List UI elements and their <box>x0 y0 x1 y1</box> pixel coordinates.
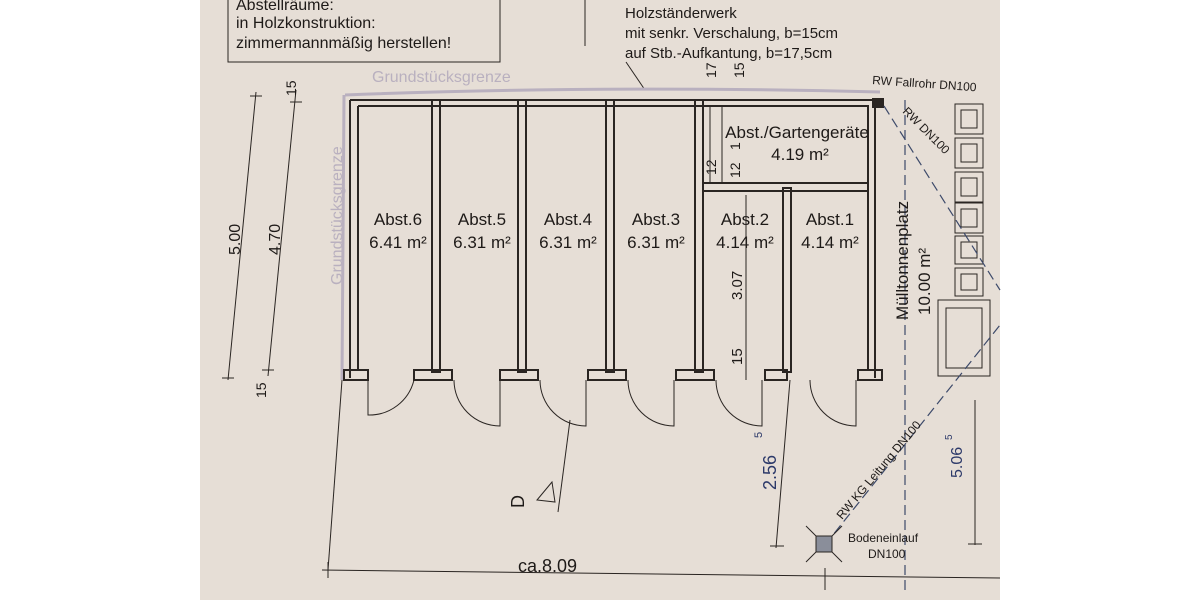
sewer-line-upper <box>883 105 1001 291</box>
dim-front-setback-sup: 5 <box>753 432 765 438</box>
bin-area-area: 10.00 m² <box>915 248 934 315</box>
bin-area-name: Mülltonnenplatz <box>893 201 912 320</box>
dim-wall-top: 15 <box>283 80 299 96</box>
dim-inner-15: 15 <box>729 348 746 365</box>
outer-wall-inner <box>357 105 869 370</box>
dim-height-inner: 4.70 <box>267 224 284 255</box>
section-line <box>557 419 571 513</box>
storage-note-line-1: Abstellräume: <box>236 0 334 14</box>
storage-note-line-2: in Holzkonstruktion: <box>236 15 376 32</box>
bin-icons <box>937 103 991 377</box>
construction-note-line-1: Holzständerwerk <box>625 5 737 22</box>
dim-1: 1 <box>727 142 743 150</box>
dim-front-setback: 2.56 <box>760 455 780 490</box>
construction-leader <box>625 61 646 91</box>
dim-12a: 12 <box>703 159 719 175</box>
floor-drain-size: DN100 <box>868 547 906 561</box>
door-swings <box>367 379 857 427</box>
construction-note-line-3: auf Stb.-Aufkantung, b=17,5cm <box>625 45 832 62</box>
garden-room-name: Abst./Gartengeräte <box>725 123 869 142</box>
front-setback-line <box>775 379 791 549</box>
dim-total-width: ca.8.09 <box>518 556 577 576</box>
dim-top-17: 17 <box>703 62 719 78</box>
inner-dimensions <box>709 106 747 380</box>
dim-side: 5.06 <box>949 447 966 478</box>
room-3-name: Abst.3 <box>632 210 680 229</box>
room-2-name: Abst.2 <box>721 210 769 229</box>
left-dimension-lines <box>222 89 302 381</box>
room-1-name: Abst.1 <box>806 210 854 229</box>
room-3-area: 6.31 m² <box>627 233 685 252</box>
property-line-top <box>344 87 881 97</box>
property-line-top-label: Grundstücksgrenze <box>372 69 511 86</box>
construction-note-line-2: mit senkr. Verschalung, b=15cm <box>625 25 838 42</box>
room-6-name: Abst.6 <box>374 210 422 229</box>
room-5-name: Abst.5 <box>458 210 506 229</box>
partition-walls <box>431 99 869 373</box>
room-6-area: 6.41 m² <box>369 233 427 252</box>
downpipe-icon <box>872 98 884 108</box>
storage-note-line-3: zimmermannmäßig herstellen! <box>236 35 451 52</box>
dim-wall-bottom: 15 <box>253 382 269 398</box>
dim-12b: 12 <box>727 162 743 178</box>
floor-drain-icon <box>805 525 843 563</box>
dim-height-outer: 5.00 <box>227 224 244 255</box>
sewer-line <box>824 324 1001 546</box>
room-5-area: 6.31 m² <box>453 233 511 252</box>
dim-side-sup: 5 <box>944 434 955 440</box>
front-wall-segments <box>343 369 883 381</box>
dim-307: 3.07 <box>729 271 746 300</box>
property-line-left <box>340 94 346 381</box>
section-arrow <box>536 480 556 503</box>
room-1-area: 4.14 m² <box>801 233 859 252</box>
left-site-edge <box>327 379 343 571</box>
property-line-left-label: Grundstücksgrenze <box>329 146 346 285</box>
floor-drain-label: Bodeneinlauf <box>848 531 919 545</box>
dim-top-15: 15 <box>731 62 747 78</box>
room-4-area: 6.31 m² <box>539 233 597 252</box>
room-2-area: 4.14 m² <box>716 233 774 252</box>
storage-note-box <box>227 0 501 63</box>
garden-room-area: 4.19 m² <box>771 145 829 164</box>
room-4-name: Abst.4 <box>544 210 592 229</box>
section-marker-label: D <box>508 495 528 508</box>
total-width-line <box>321 569 1001 579</box>
